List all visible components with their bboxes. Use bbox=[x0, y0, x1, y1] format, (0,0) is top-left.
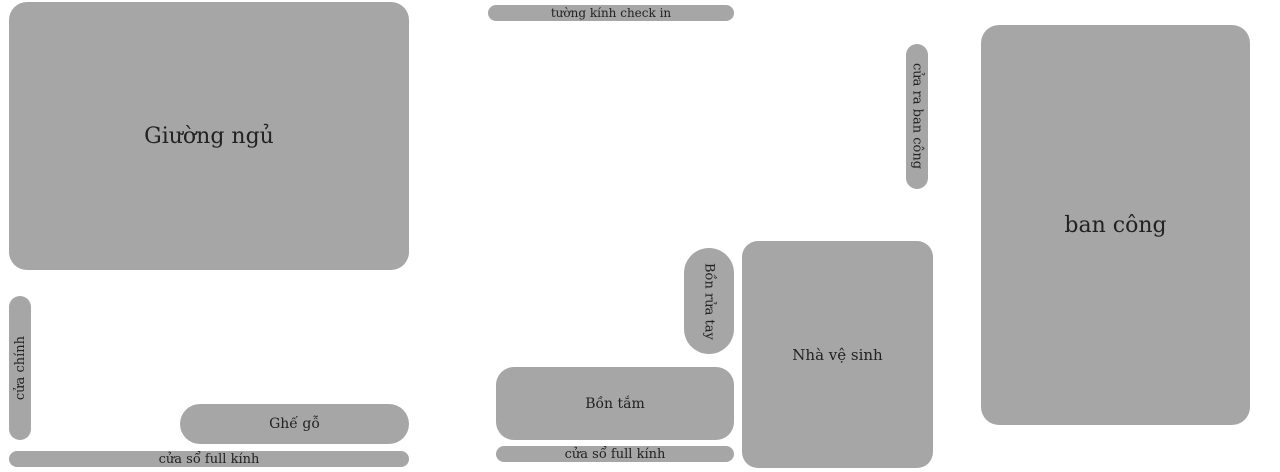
sink: Bồn rửa tay bbox=[684, 248, 734, 354]
bathtub: Bồn tắm bbox=[496, 367, 734, 440]
glass-wall-label: tường kính check in bbox=[550, 6, 672, 20]
chair-label: Ghế gỗ bbox=[269, 416, 320, 432]
bed-area: Giường ngủ bbox=[9, 2, 409, 270]
bed-label: Giường ngủ bbox=[144, 123, 274, 149]
window-middle-label: cửa sổ full kính bbox=[564, 446, 666, 462]
window-left-label: cửa sổ full kính bbox=[158, 451, 260, 467]
window-left: cửa sổ full kính bbox=[9, 451, 409, 467]
balcony-door-label: cửa ra ban công bbox=[909, 63, 925, 170]
main-door: cửa chính bbox=[9, 296, 31, 440]
restroom: Nhà vệ sinh bbox=[742, 241, 933, 468]
balcony-label: ban công bbox=[1064, 212, 1167, 238]
wooden-chair: Ghế gỗ bbox=[180, 404, 409, 444]
bathtub-label: Bồn tắm bbox=[585, 395, 645, 412]
balcony: ban công bbox=[981, 25, 1250, 425]
window-middle: cửa sổ full kính bbox=[496, 446, 734, 462]
balcony-door: cửa ra ban công bbox=[906, 44, 928, 189]
glass-wall: tường kính check in bbox=[488, 5, 734, 21]
restroom-label: Nhà vệ sinh bbox=[792, 345, 883, 364]
main-door-label: cửa chính bbox=[12, 335, 28, 401]
sink-label: Bồn rửa tay bbox=[701, 262, 717, 340]
